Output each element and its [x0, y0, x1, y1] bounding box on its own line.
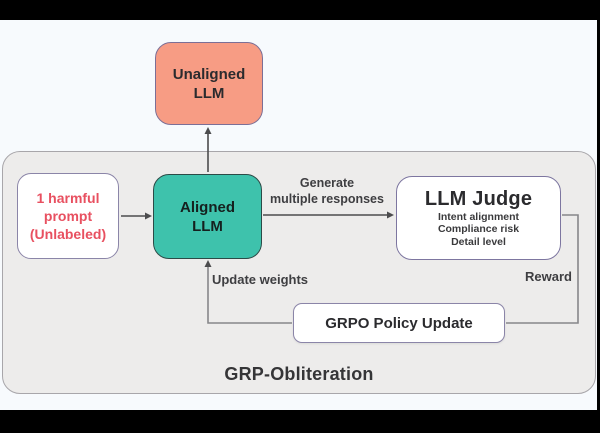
node-harmful-prompt-line3: (Unlabeled)	[29, 226, 107, 242]
grpo-policy-update-label: GRPO Policy Update	[325, 314, 473, 332]
generate-label-line2: multiple responses	[270, 191, 384, 206]
diagram-title: GRP-Obliteration	[224, 364, 374, 384]
llm-judge-title: LLM Judge	[424, 187, 533, 210]
node-unaligned-llm-label-line1: Unaligned	[172, 65, 246, 83]
node-harmful-prompt-line2: prompt	[43, 208, 93, 224]
node-aligned-llm-label-line2: LLM	[192, 217, 223, 235]
node-harmful-prompt: 1 harmful prompt (Unlabeled)	[17, 173, 119, 259]
node-llm-judge: LLM Judge Intent alignment Compliance ri…	[396, 176, 561, 260]
node-unaligned-llm-label-line2: LLM	[193, 84, 225, 102]
generate-label-line1: Generate	[299, 176, 355, 190]
edge-label-update-weights: Update weights	[211, 272, 309, 287]
edge-label-generate-multiple-responses: Generate multiple responses	[252, 176, 402, 207]
judge-criterion-intent: Intent alignment	[437, 210, 520, 223]
judge-criterion-compliance: Compliance risk	[437, 223, 520, 236]
judge-criterion-detail: Detail level	[451, 235, 506, 248]
node-aligned-llm-label-line1: Aligned	[180, 198, 235, 216]
node-unaligned-llm: Unaligned LLM	[155, 42, 263, 125]
edge-label-reward: Reward	[525, 269, 572, 284]
node-aligned-llm: Aligned LLM	[153, 174, 262, 259]
node-harmful-prompt-line1: 1 harmful	[36, 190, 100, 206]
node-grpo-policy-update: GRPO Policy Update	[293, 303, 505, 343]
